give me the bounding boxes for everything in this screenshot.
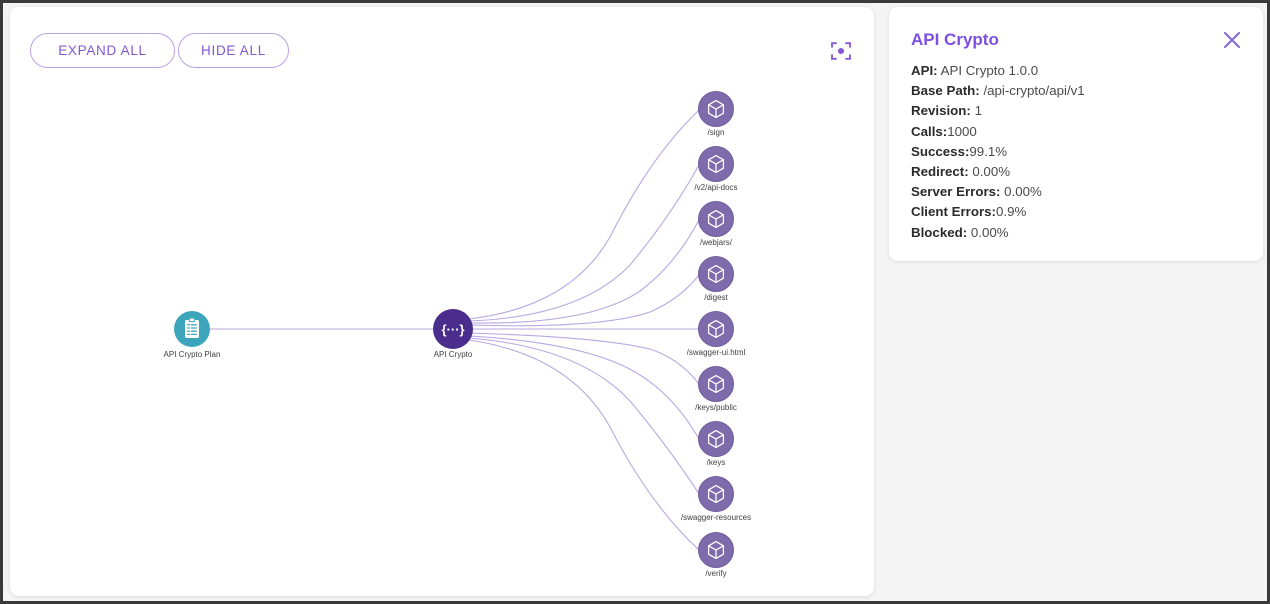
graph-node-resource-label: /keys/public xyxy=(695,403,737,412)
detail-row-blocked: Blocked: 0.00% xyxy=(911,223,1241,243)
detail-row-client-errors: Client Errors:0.9% xyxy=(911,202,1241,222)
focus-target-icon[interactable] xyxy=(830,40,852,62)
graph-node-resource-label: /verify xyxy=(705,569,726,578)
graph-node-resource[interactable]: /swagger-resources xyxy=(681,476,751,523)
graph-node-resource-label: /v2/api-docs xyxy=(694,183,737,192)
graph-node-plan-label: API Crypto Plan xyxy=(164,350,221,359)
detail-row-value: API Crypto 1.0.0 xyxy=(940,63,1039,78)
app-root: EXPAND ALL HIDE ALL xyxy=(3,3,1267,601)
graph-node-resource-label: /keys xyxy=(707,458,726,467)
graph-node-resource[interactable]: /v2/api-docs xyxy=(694,146,738,193)
detail-row-key: Server Errors: xyxy=(911,184,1001,200)
graph-node-resource-label: /webjars/ xyxy=(700,238,733,247)
detail-row-value: 99.1% xyxy=(969,143,1008,159)
graph-node-hub-label: API Crypto xyxy=(434,350,473,359)
edge-group xyxy=(468,109,700,551)
graph-node-plan[interactable]: API Crypto Plan xyxy=(164,311,221,359)
detail-row-base-path: Base Path: /api-crypto/api/v1 xyxy=(911,81,1241,101)
detail-panel-header: API Crypto xyxy=(911,29,1241,59)
graph-node-hub[interactable]: {···} API Crypto xyxy=(433,309,473,359)
graph-node-resource[interactable]: /webjars/ xyxy=(698,201,734,248)
graph-node-resource[interactable]: /keys/public xyxy=(695,366,737,413)
graph-node-resource-label: /digest xyxy=(704,293,728,302)
graph-node-hub-glyph: {···} xyxy=(441,322,464,337)
detail-row-api: API: API Crypto 1.0.0 xyxy=(911,61,1241,81)
api-graph: API Crypto Plan {···} API Crypto /sign /… xyxy=(164,91,751,579)
graph-node-resource[interactable]: /swagger-ui.html xyxy=(687,311,746,358)
detail-row-revision: Revision: 1 xyxy=(911,101,1241,121)
graph-node-resource-label: /swagger-ui.html xyxy=(687,348,746,357)
graph-node-resource[interactable]: /verify xyxy=(698,532,734,579)
detail-row-key: Client Errors: xyxy=(911,204,996,220)
detail-row-server-errors: Server Errors: 0.00% xyxy=(911,182,1241,202)
detail-row-success: Success:99.1% xyxy=(911,142,1241,162)
detail-rows: API: API Crypto 1.0.0 Base Path: /api-cr… xyxy=(911,61,1241,243)
hide-all-button[interactable]: HIDE ALL xyxy=(178,33,289,68)
detail-row-value: 0.00% xyxy=(972,164,1011,180)
graph-canvas-card: EXPAND ALL HIDE ALL xyxy=(10,7,874,596)
detail-row-redirect: Redirect: 0.00% xyxy=(911,162,1241,182)
detail-row-key: Calls: xyxy=(911,123,948,139)
detail-row-key: Success: xyxy=(911,143,970,159)
expand-all-button[interactable]: EXPAND ALL xyxy=(30,33,175,68)
detail-row-value: /api-crypto/api/v1 xyxy=(983,83,1085,99)
detail-row-key: Revision: xyxy=(911,103,971,119)
api-detail-panel: API Crypto API: API Crypto 1.0.0 Base Pa… xyxy=(889,7,1263,261)
graph-node-resource[interactable]: /sign xyxy=(698,91,734,138)
detail-row-value: 0.00% xyxy=(1004,184,1042,200)
detail-row-key: Base Path: xyxy=(911,83,980,99)
detail-row-key: Blocked: xyxy=(911,224,968,240)
detail-row-value: 1000 xyxy=(947,123,977,139)
detail-row-calls: Calls:1000 xyxy=(911,122,1241,142)
detail-row-key: API: xyxy=(911,63,938,78)
graph-node-resource-label: /swagger-resources xyxy=(681,513,751,522)
graph-node-resource-label: /sign xyxy=(708,128,725,137)
detail-row-value: 0.00% xyxy=(970,224,1009,240)
detail-row-value: 1 xyxy=(974,103,982,119)
detail-row-key: Redirect: xyxy=(911,164,969,180)
graph-node-resource[interactable]: /keys xyxy=(698,421,734,468)
close-icon[interactable] xyxy=(1219,27,1245,53)
graph-node-resource[interactable]: /digest xyxy=(698,256,734,303)
detail-panel-title: API Crypto xyxy=(911,30,999,49)
graph-toolbar: EXPAND ALL HIDE ALL xyxy=(10,7,874,77)
detail-row-value: 0.9% xyxy=(995,204,1027,220)
